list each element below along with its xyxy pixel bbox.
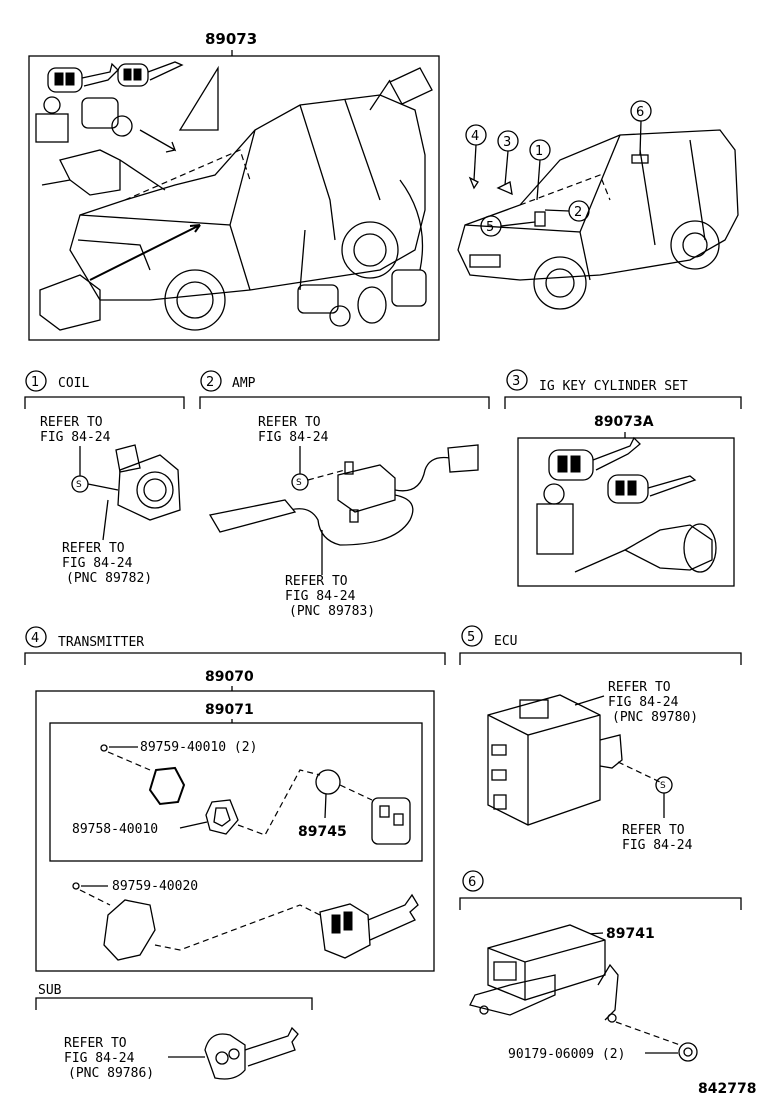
ecu-s-mark: S [660, 781, 666, 791]
ig-title: IG KEY CYLINDER SET [539, 379, 688, 394]
transmitter-screw2: 89759-40020 [112, 879, 198, 894]
ecu-ref-top-1: REFER TO [608, 680, 671, 695]
vehicle-callouts: 4 3 1 6 5 2 [465, 100, 652, 237]
transmitter-title: TRANSMITTER [58, 635, 144, 650]
ig-part-number: 89073A [594, 414, 654, 430]
coil-ref-top-2: FIG 84-24 [40, 430, 111, 445]
callout-6: 6 [636, 105, 644, 120]
transmitter-gasket: 89758-40010 [72, 822, 158, 837]
ecu-title: ECU [494, 634, 517, 649]
coil-ref-top-1: REFER TO [40, 415, 103, 430]
amp-ref-bottom-2: FIG 84-24 [285, 589, 356, 604]
section-transmitter: 4 TRANSMITTER 89070 89071 89759-40010 (2… [24, 626, 446, 972]
amp-ref-top-1: REFER TO [258, 415, 321, 430]
ecu-ref-top-2: FIG 84-24 [608, 695, 679, 710]
section-amp: 2 AMP REFER TO FIG 84-24 S REFER TO FIG … [199, 370, 490, 619]
coil-ref-bottom-3: (PNC 89782) [66, 571, 152, 586]
sub-title: SUB [38, 983, 62, 998]
amp-s-mark: S [296, 478, 302, 488]
overview-vehicle-illustration [35, 61, 433, 331]
sub-ref-3: (PNC 89786) [68, 1066, 154, 1081]
amp-ref-top-2: FIG 84-24 [258, 430, 329, 445]
six-part-number: 89741 [606, 926, 655, 942]
section-coil: 1 COIL REFER TO FIG 84-24 S REFER TO FIG… [24, 370, 185, 586]
amp-number: 2 [206, 375, 214, 390]
amp-ref-bottom-3: (PNC 89783) [289, 604, 375, 619]
callout-2: 2 [574, 205, 582, 220]
transmitter-battery: 89745 [298, 824, 347, 840]
coil-s-mark: S [76, 480, 82, 490]
six-number: 6 [468, 875, 476, 890]
coil-ref-bottom-2: FIG 84-24 [62, 556, 133, 571]
sub-ref-1: REFER TO [64, 1036, 127, 1051]
coil-ref-bottom-1: REFER TO [62, 541, 125, 556]
callout-3: 3 [503, 135, 511, 150]
transmitter-screw1: 89759-40010 (2) [140, 740, 257, 755]
ig-number: 3 [512, 374, 520, 389]
transmitter-number: 4 [31, 631, 39, 646]
amp-title: AMP [232, 376, 256, 391]
transmitter-inner-frame [49, 722, 423, 862]
transmitter-outer-frame [35, 690, 435, 972]
amp-ref-bottom-1: REFER TO [285, 574, 348, 589]
sub-ref-2: FIG 84-24 [64, 1051, 135, 1066]
vehicle-location-illustration [457, 129, 739, 310]
top-part-number: 89073 [205, 30, 257, 48]
ecu-ref-bottom-1: REFER TO [622, 823, 685, 838]
callout-4: 4 [471, 129, 479, 144]
section-sub: SUB REFER TO FIG 84-24 (PNC 89786) [35, 983, 313, 1081]
callout-5: 5 [486, 220, 494, 235]
figure-id: 842778 [698, 1081, 756, 1097]
section-ig-key-cylinder-set: 3 IG KEY CYLINDER SET 89073A [504, 369, 742, 587]
ig-frame [517, 437, 735, 587]
section-ecu: 5 ECU REFER TO FIG 84-24 (PNC 89780) S R… [459, 625, 742, 853]
ecu-ref-top-3: (PNC 89780) [612, 710, 698, 725]
ecu-ref-bottom-2: FIG 84-24 [622, 838, 693, 853]
ecu-number: 5 [467, 630, 475, 645]
coil-title: COIL [58, 376, 89, 391]
callout-1: 1 [535, 144, 543, 159]
transmitter-outer-part: 89070 [205, 669, 254, 685]
section-6: 6 89741 90179-06009 (2) [459, 870, 742, 1062]
coil-number: 1 [31, 375, 39, 390]
transmitter-inner-part: 89071 [205, 702, 254, 718]
six-bolt: 90179-06009 (2) [508, 1047, 625, 1062]
overview-frame [28, 55, 440, 341]
